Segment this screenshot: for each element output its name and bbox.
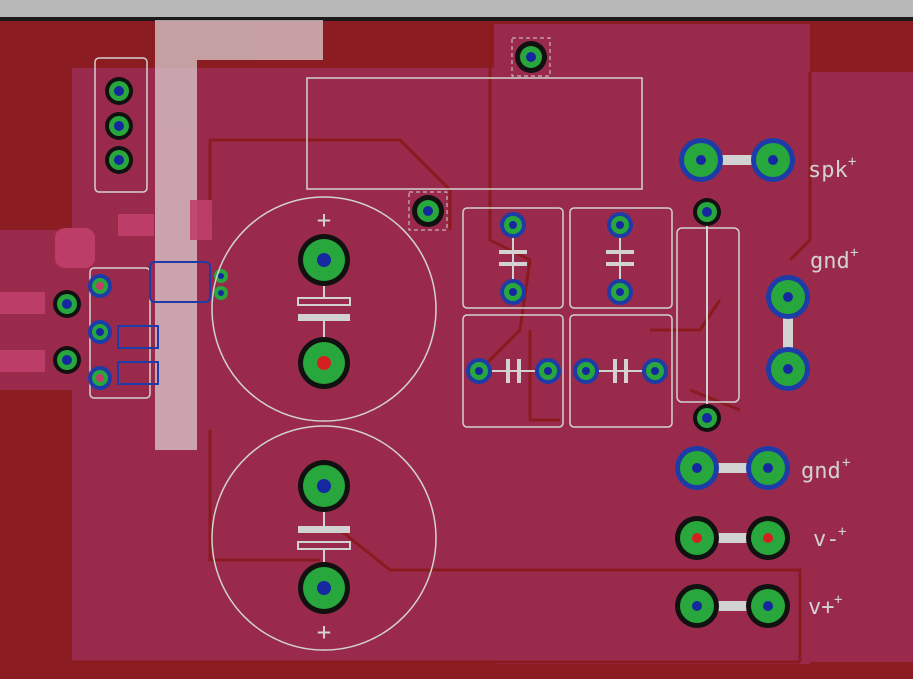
gnd-pads [675,446,790,490]
label-gnd-bottom: gnd [801,459,841,484]
traces [72,24,812,664]
v-plus-pads [675,584,790,628]
label-spk: spk [808,158,848,183]
left-side-pads [0,200,212,372]
smd-small-vias [214,269,228,300]
v-minus-pads [675,516,790,560]
label-v-plus-plus: + [834,592,842,608]
ceramic-cap-4 [573,358,668,384]
label-gnd-top: gnd [810,249,850,274]
header-pins-bottom [53,274,112,390]
label-gnd-bottom-plus: + [842,455,850,471]
top-strip [0,0,913,17]
via-mid [408,191,448,231]
label-spk-plus: + [848,154,856,170]
gnd-vertical-pads [766,275,810,391]
relay-outline [306,77,643,190]
label-gnd-top-plus: + [850,245,858,261]
electrolytic-capacitor-top: + [211,196,437,422]
ceramic-capacitors [462,207,673,428]
label-v-minus: v- [813,527,840,552]
spk-pads [679,138,795,182]
cap-bottom-plus: + [317,618,331,646]
header-pins-top [105,77,133,174]
ceramic-cap-3 [466,358,561,384]
top-strip-edge [0,17,913,21]
smd-pads [117,261,211,385]
via-top [511,37,551,77]
label-v-plus: v+ [808,595,835,620]
cap-top-plus: + [317,206,331,234]
copper-pour [0,24,913,664]
resistor [676,198,740,432]
ceramic-cap-1 [499,212,527,305]
electrolytic-capacitor-bottom: + [211,425,437,651]
ceramic-cap-2 [606,212,634,305]
label-v-minus-plus: + [838,524,846,540]
